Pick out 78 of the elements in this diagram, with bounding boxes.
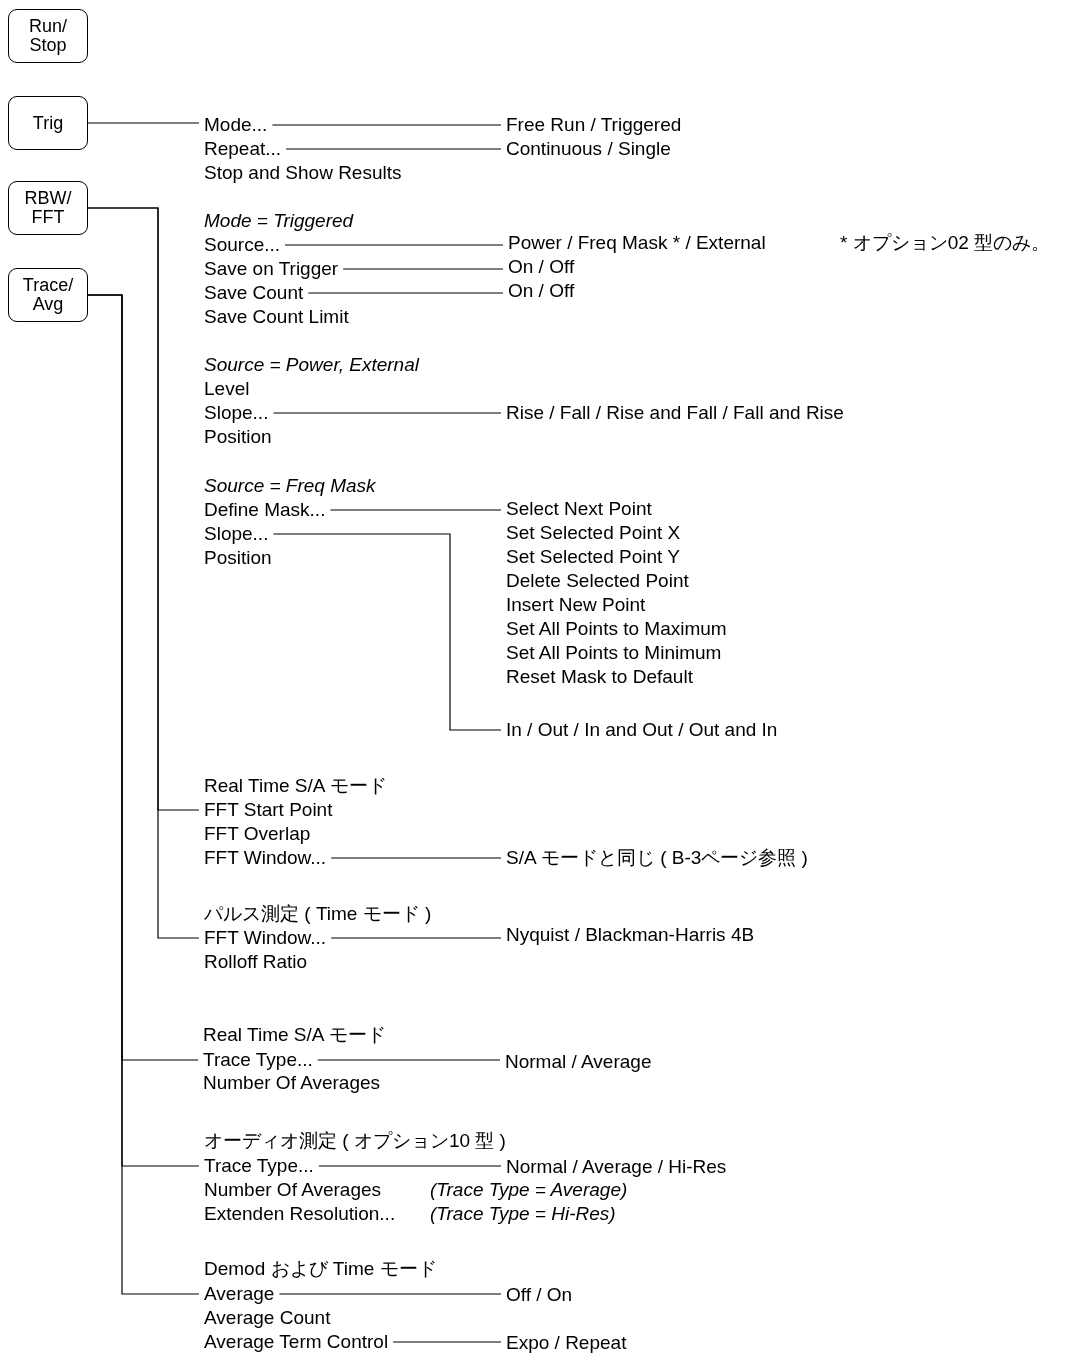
menu-item: Position <box>203 546 273 570</box>
menu-item: Extenden Resolution... <box>203 1202 397 1226</box>
menu-item: FFT Start Point <box>199 798 338 822</box>
condition-note: (Trace Type = Hi-Res) <box>429 1202 617 1226</box>
menu-item: Average <box>199 1282 280 1306</box>
menu-option: Continuous / Single <box>501 137 676 161</box>
menu-item: Rolloff Ratio <box>203 950 309 974</box>
menu-item: FFT Window... <box>199 846 332 870</box>
connector-line <box>392 1341 502 1343</box>
menu-option: Set All Points to Minimum <box>501 641 727 665</box>
condition-heading: Source = Power, External <box>203 353 421 377</box>
menu-item: FFT Overlap <box>203 822 312 846</box>
menu-item: Mode... <box>199 113 273 137</box>
condition-note: (Trace Type = Average) <box>429 1178 629 1202</box>
menu-option: On / Off <box>503 255 580 279</box>
menu-item: Save Count Limit <box>203 305 350 329</box>
menu-option: Insert New Point <box>501 593 651 617</box>
menu-option: Off / On <box>501 1283 578 1307</box>
menu-option: Normal / Average <box>500 1050 657 1074</box>
connector-line <box>271 124 502 126</box>
menu-item: Repeat... <box>199 137 287 161</box>
condition-heading: Source = Freq Mask <box>203 474 377 498</box>
menu-option: In / Out / In and Out / Out and In <box>501 718 783 742</box>
menu-option: Set Selected Point Y <box>501 545 685 569</box>
menu-item: Stop and Show Results <box>203 161 403 185</box>
connector-line <box>272 412 502 414</box>
menu-option: Reset Mask to Default <box>501 665 698 689</box>
menu-item: Number Of Averages <box>202 1071 382 1095</box>
connector-line <box>87 122 200 124</box>
connector-line <box>272 533 502 731</box>
connector-line <box>330 937 502 939</box>
menu-option: Nyquist / Blackman-Harris 4B <box>501 923 760 947</box>
menu-item: Source... <box>199 233 286 257</box>
menu-item: Average Count <box>203 1306 332 1330</box>
footnote: * オプション02 型のみ。 <box>839 231 1052 255</box>
section-heading: Real Time S/A モード <box>203 774 388 798</box>
menu-item: Slope... <box>199 401 274 425</box>
connector-line <box>317 1059 501 1061</box>
menu-item: Trace Type... <box>199 1154 319 1178</box>
menu-option: Set All Points to Maximum <box>501 617 732 641</box>
connector-line <box>285 148 502 150</box>
section-heading: オーディオ測定 ( オプション10 型 ) <box>203 1129 507 1153</box>
menu-item: Position <box>203 425 273 449</box>
menu-item: FFT Window... <box>199 926 332 950</box>
section-heading: パルス測定 ( Time モード ) <box>203 902 433 926</box>
menu-option: On / Off <box>503 279 580 303</box>
front-panel-key: Trig <box>8 96 88 150</box>
menu-item: Trace Type... <box>198 1048 318 1072</box>
menu-option: Normal / Average / Hi-Res <box>501 1155 732 1179</box>
section-heading: Demod および Time モード <box>203 1257 438 1281</box>
connector-line <box>330 857 502 859</box>
menu-item: Slope... <box>199 522 274 546</box>
menu-item: Average Term Control <box>199 1330 394 1354</box>
menu-option: Power / Freq Mask * / External <box>503 231 771 255</box>
connector-line <box>284 244 504 246</box>
section-heading: Real Time S/A モード <box>202 1023 387 1047</box>
front-panel-key: RBW/ FFT <box>8 181 88 235</box>
menu-item: Save on Trigger <box>199 257 344 281</box>
menu-option: Expo / Repeat <box>501 1331 632 1355</box>
connector-line <box>278 1293 502 1295</box>
connector-line <box>342 268 504 270</box>
menu-item: Number Of Averages <box>203 1178 383 1202</box>
menu-item: Level <box>203 377 251 401</box>
menu-item: Save Count <box>199 281 309 305</box>
menu-option: Rise / Fall / Rise and Fall / Fall and Rise <box>501 401 849 425</box>
menu-option: S/A モードと同じ ( B-3ページ参照 ) <box>501 846 813 870</box>
menu-option: Set Selected Point X <box>501 521 686 545</box>
connector-line <box>87 207 200 939</box>
connector-line <box>318 1165 502 1167</box>
menu-option: Free Run / Triggered <box>501 113 687 137</box>
connector-line <box>329 509 502 511</box>
connector-line <box>307 292 504 294</box>
condition-heading: Mode = Triggered <box>203 209 355 233</box>
front-panel-key: Trace/ Avg <box>8 268 88 322</box>
front-panel-key: Run/ Stop <box>8 9 88 63</box>
menu-option: Delete Selected Point <box>501 569 694 593</box>
menu-item: Define Mask... <box>199 498 331 522</box>
menu-option: Select Next Point <box>501 497 657 521</box>
